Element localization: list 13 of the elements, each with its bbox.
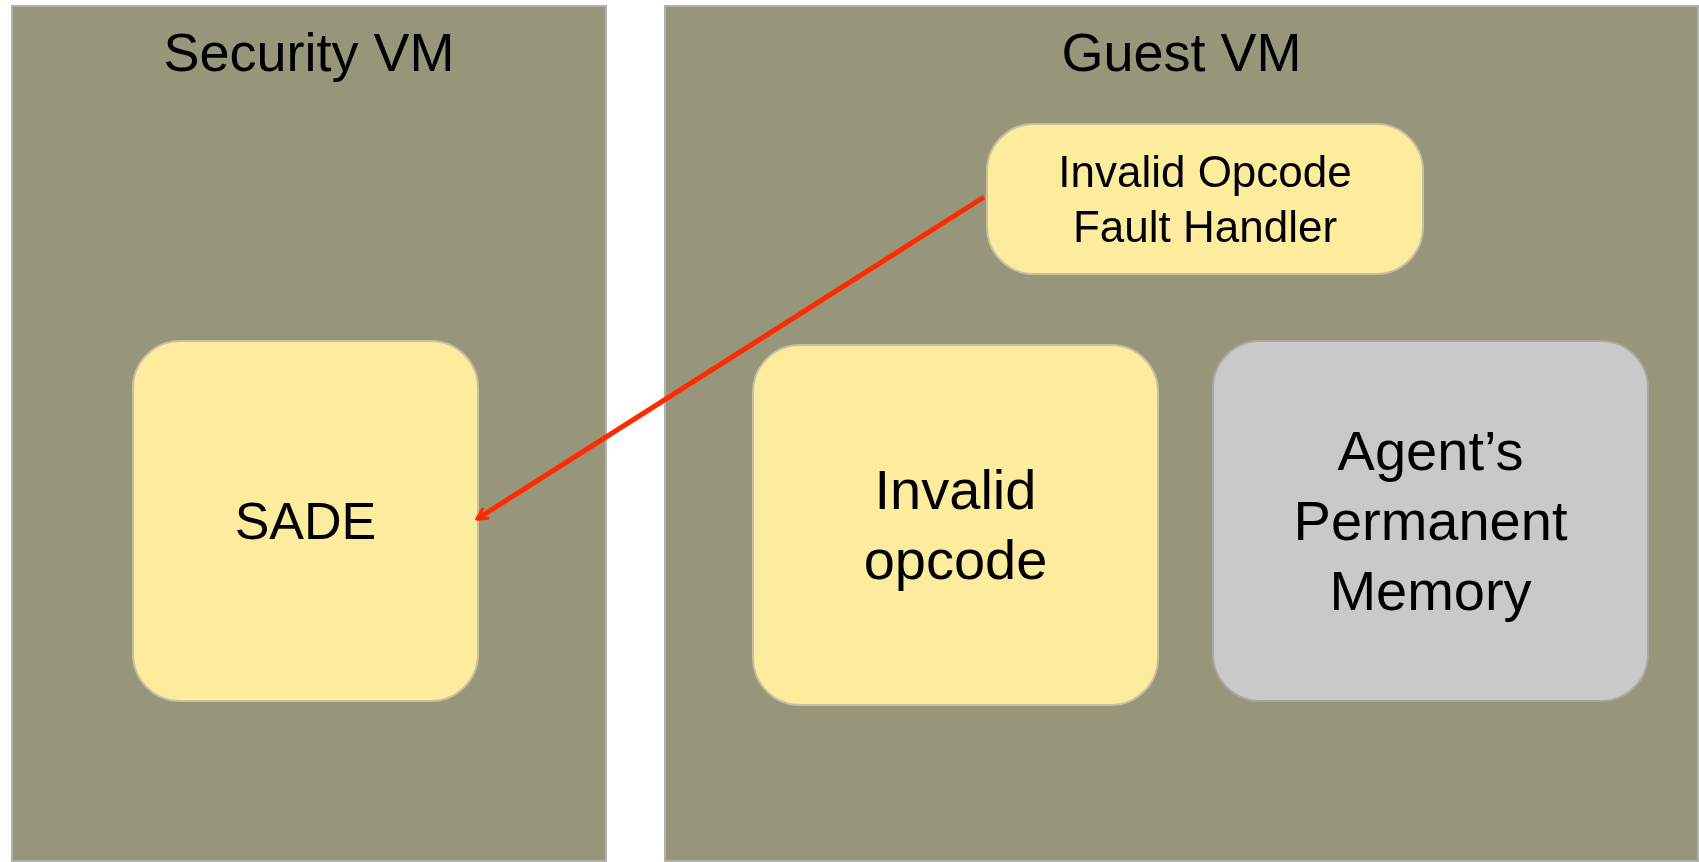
- memory-box: [1212, 340, 1649, 702]
- component-box: [752, 344, 1159, 706]
- panel-title: Security VM: [163, 21, 455, 84]
- vm-panel: [664, 5, 1699, 862]
- component-box: [132, 340, 479, 702]
- box-label: Agent’s Permanent Memory: [1292, 418, 1569, 624]
- box-label: SADE: [234, 490, 377, 552]
- box-label: Invalid opcode: [862, 457, 1049, 593]
- box-label: Invalid Opcode Fault Handler: [1057, 146, 1353, 253]
- component-box: [986, 123, 1424, 275]
- panel-title: Guest VM: [1061, 21, 1302, 84]
- vm-panel: [11, 5, 607, 862]
- arrow: [475, 194, 986, 522]
